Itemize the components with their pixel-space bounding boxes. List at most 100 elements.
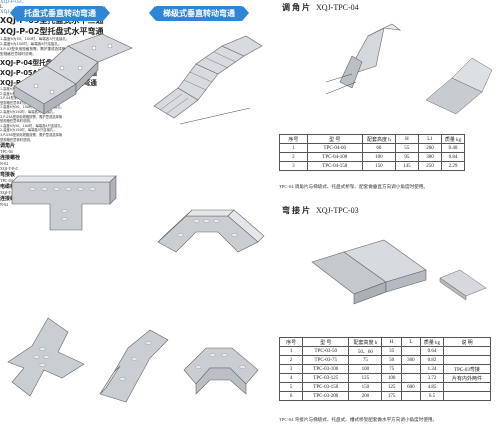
table-cell: TPC-03-150 (302, 382, 350, 392)
table-header-row: 序号 型 号 配套高度 h H L1 质量 kg (279, 134, 465, 144)
table-row: 2 TPC-04-100 100 95 300 0.84 (279, 152, 465, 162)
table-row: 4 TPC-03-125 125 100 3.72 片有内外两件 (278, 373, 491, 383)
table-cell: TPC-03-50 (302, 346, 350, 356)
table-cell: TPC-04-60 (306, 143, 363, 153)
table-header: 质量 kg (420, 337, 444, 347)
label-cable-bridge: 电缆桥架 (0, 185, 21, 191)
table-cell: 260 (417, 143, 443, 153)
tray-vertical-bend-drawing (13, 33, 133, 115)
table-cell: 95 (394, 152, 419, 162)
table-cell: 250 (417, 161, 443, 171)
section-title-tpc04: 调 角 片 XQJ-TPC-04 (282, 2, 359, 13)
tpc03-spec-table: 序号 型 号 配套高度 h H L 质量 kg 说 明 1 TPC-03-50 … (278, 337, 491, 401)
label-cable-bridge-code: XQJ-T-P-C (0, 190, 19, 196)
table-cell: 200 (348, 391, 383, 401)
section-title-text: 调 角 片 (282, 3, 310, 12)
note-line: 3.P-05A型采用规格按需，需护罩或选择管 (0, 114, 63, 119)
table-cell (400, 364, 422, 374)
section-title-tpc03: 弯 接 片 XQJ-TPC-03 (282, 205, 359, 216)
table-cell: 0.84 (441, 152, 465, 162)
label-bolt-code: N-02 (0, 161, 9, 167)
vertical-concave-bend-drawing (99, 329, 169, 403)
table-cell (400, 391, 422, 401)
table-cell: 3 (278, 364, 304, 374)
table-cell: 5 (278, 382, 304, 392)
table-cell: 3 (279, 161, 308, 171)
table-cell: TPC-04-150 (306, 161, 363, 171)
note-line: 1.高度h为50、100时，每端各5只连接孔。 (0, 37, 70, 41)
table-row: 1 TPC-03-50 50、60 35 0.64 (278, 346, 491, 356)
table-cell: 2 (278, 355, 304, 365)
table-row: 2 TPC-03-75 75 50 300 0.82 (278, 355, 491, 365)
table-header: 序号 (278, 337, 304, 347)
table-header: 序号 (279, 134, 308, 144)
note-line: 2.高度h为150时，每端各5只连接孔。 (0, 128, 57, 133)
table-header: 型 号 (306, 134, 363, 144)
table-cell: 75 (348, 355, 383, 365)
table-cell: 125 (348, 373, 383, 383)
table-row: 3 TPC-03-100 100 75 1.34 TPC-03弯接 (278, 364, 491, 374)
table-header: 型 号 (302, 337, 350, 347)
table-row: 6 TPC-03-200 200 175 6.5 (278, 391, 491, 401)
note-line: 型规格任意转时说明。 (0, 100, 33, 105)
table-cell: 6 (278, 391, 304, 401)
table-cell: 2.29 (441, 161, 465, 171)
table-header: L1 (417, 134, 443, 144)
notes-p05a: 1.高度h为50、100时，每端各4只连接孔。 2.高度h为150时，每端各5只… (0, 105, 500, 123)
note-line: 3.P-03型采用规格按需，需护罩或选择管 (0, 47, 66, 51)
table-cell: 1 (278, 346, 304, 356)
table-cell: 175 (381, 391, 402, 401)
dim-label-l: L (0, 5, 4, 10)
table-cell: 4 (278, 373, 304, 383)
note-line: 型规格任意转时说明。 (0, 52, 36, 56)
table-cell: 145 (394, 161, 419, 171)
label-bend-plate: 弯接板 (0, 173, 16, 179)
table-cell: 50、60 (348, 346, 383, 356)
table-header-row: 序号 型 号 配套高度 h H L 质量 kg 说 明 (278, 337, 491, 347)
note-line: 1.高度h为50、100时，每端各4只连接孔。 (0, 105, 64, 110)
label-bolt: 连接螺栓 (0, 197, 21, 203)
table-row: 1 TPC-04-60 60 55 260 0.40 (279, 143, 465, 153)
table-cell: 2 (279, 152, 308, 162)
horizontal-tee-drawing (11, 175, 117, 231)
table-cell: 600 (400, 382, 422, 392)
table-cell: 125 (381, 382, 402, 392)
table-cell (443, 391, 491, 401)
label-bolt: 连接螺栓 (0, 156, 21, 162)
code-label-p05c: XQJ-P-05C (0, 0, 24, 5)
label-angle-piece-code: TPC-04 (0, 149, 13, 155)
table-cell: 60 (361, 143, 396, 153)
table-header: L (400, 337, 422, 347)
table-cell: TPC-04-100 (306, 152, 363, 162)
table-cell: 150 (348, 382, 383, 392)
table-cell: 100 (361, 152, 396, 162)
table-cell: 300 (400, 355, 422, 365)
table-header: 配套高度 h (361, 134, 396, 144)
table-cell (400, 346, 422, 356)
table-cell: 300 (417, 152, 443, 162)
table-cell: 0.64 (420, 346, 444, 356)
horizontal-cross-drawing (7, 317, 85, 397)
table-cell: 35 (381, 346, 402, 356)
caption-p02-bend: XQJ-P-02型托盘式水平弯通 (0, 27, 104, 36)
table-row: 5 TPC-03-150 150 125 600 4.85 (278, 382, 491, 392)
section-code: XQJ-TPC-03 (316, 206, 359, 215)
table-cell: 1 (279, 143, 308, 153)
section-ribbon-tray-vertical: 托盘式垂直转动弯通 (10, 6, 110, 21)
table-cell: TPC-03-200 (302, 391, 350, 401)
tpc04-description: TPC-04 调角片与梯级式、托盘式桥架、配套做垂直方向调小角度时使用。 (279, 184, 428, 189)
note-line: 型规格任意转时说明。 (0, 119, 33, 124)
table-cell: 150 (361, 161, 396, 171)
table-header: 说 明 (443, 337, 491, 347)
note-line: 2.高度h为150时，每端各5只连接孔。 (0, 109, 57, 114)
section-title-text: 弯 接 片 (282, 206, 310, 215)
table-cell: 0.82 (420, 355, 444, 365)
table-cell: 100 (348, 364, 383, 374)
note-line: 1.高度h为50、100时，每端各4只连接孔。 (0, 123, 64, 128)
table-cell: 片有内外两件 (443, 373, 491, 383)
table-cell: 3.72 (420, 373, 444, 383)
label-angle-piece: 调角片 (0, 144, 16, 150)
notes-p05b: 1.高度h为50、100时，每端各4只连接孔。 2.高度h为150时，每端各5只… (0, 124, 500, 142)
table-row: 3 TPC-04-150 150 145 250 2.29 (279, 161, 465, 171)
table-cell (443, 355, 491, 365)
